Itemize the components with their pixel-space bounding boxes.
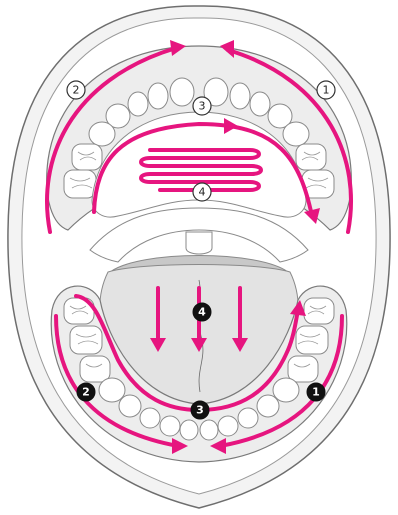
lower-step-2-label: 2 (82, 386, 90, 399)
lower-step-1-marker: 1 (307, 383, 325, 401)
lower-step-3-label: 3 (196, 404, 204, 417)
upper-step-1-marker: 1 (317, 81, 335, 99)
upper-step-4-label: 4 (199, 186, 206, 199)
upper-step-2-label: 2 (73, 84, 80, 97)
upper-step-3-marker: 3 (193, 97, 211, 115)
lower-step-1-label: 1 (312, 386, 320, 399)
upper-step-4-marker: 4 (193, 183, 211, 201)
lower-step-2-marker: 2 (77, 383, 95, 401)
upper-step-1-label: 1 (323, 84, 330, 97)
lower-step-4-marker: 4 (193, 303, 211, 321)
lower-step-4-label: 4 (198, 306, 206, 319)
upper-step-2-marker: 2 (67, 81, 85, 99)
upper-step-3-label: 3 (199, 100, 206, 113)
lower-step-3-marker: 3 (191, 401, 209, 419)
uvula (186, 232, 212, 254)
